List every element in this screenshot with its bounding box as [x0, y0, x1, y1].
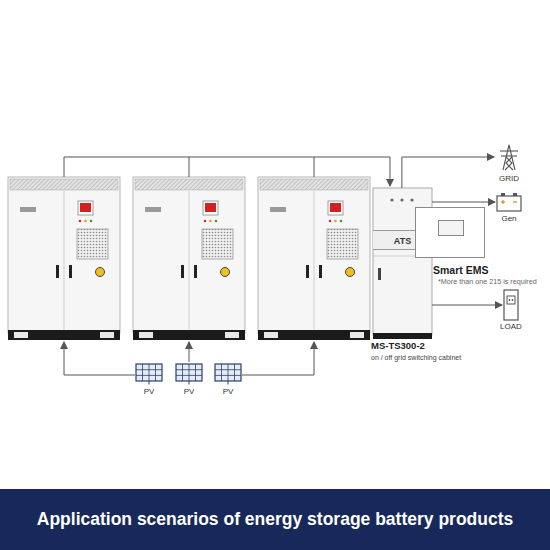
node-label: GRID: [489, 174, 529, 183]
smart-ems-panel: Smart EMS*More than one 215 is required: [415, 207, 485, 258]
node-label: LOAD: [491, 322, 531, 331]
battery-cabinet: [133, 177, 245, 340]
power-connector: [402, 157, 494, 188]
caption-text: Application scenarios of energy storage …: [0, 489, 550, 550]
pv-panel: PV: [135, 363, 163, 385]
pv-wire: [64, 342, 314, 375]
node-label: PV: [169, 387, 209, 396]
pv-panel-symbol: [175, 363, 203, 385]
node-note: *More than one 215 is required: [438, 278, 537, 286]
generator-icon-symbol: [496, 192, 522, 212]
grid-icon-symbol: [495, 143, 523, 171]
dc-bus-wire: [64, 157, 390, 186]
node-label: Gen: [489, 214, 529, 223]
node-label: PV: [208, 387, 248, 396]
node-note: on / off grid switching cabinet: [371, 354, 461, 362]
caption-band: Application scenarios of energy storage …: [0, 489, 550, 550]
power-connector: [432, 202, 495, 203]
grid-icon: GRID: [495, 143, 523, 171]
power-connector: [432, 305, 502, 306]
battery-cabinet: [258, 177, 370, 340]
generator-icon: Gen: [496, 192, 522, 212]
ems-screen: [438, 220, 464, 236]
battery-cabinet: [8, 177, 120, 340]
pv-panel: PV: [214, 363, 242, 385]
load-icon-symbol: [503, 289, 519, 321]
pv-panel: PV: [175, 363, 203, 385]
load-icon: LOAD: [503, 289, 519, 321]
node-label: Smart EMS: [433, 264, 488, 276]
node-label: PV: [129, 387, 169, 396]
pv-panel-symbol: [214, 363, 242, 385]
node-note: MS-TS300-2: [371, 341, 425, 352]
pv-panel-symbol: [135, 363, 163, 385]
